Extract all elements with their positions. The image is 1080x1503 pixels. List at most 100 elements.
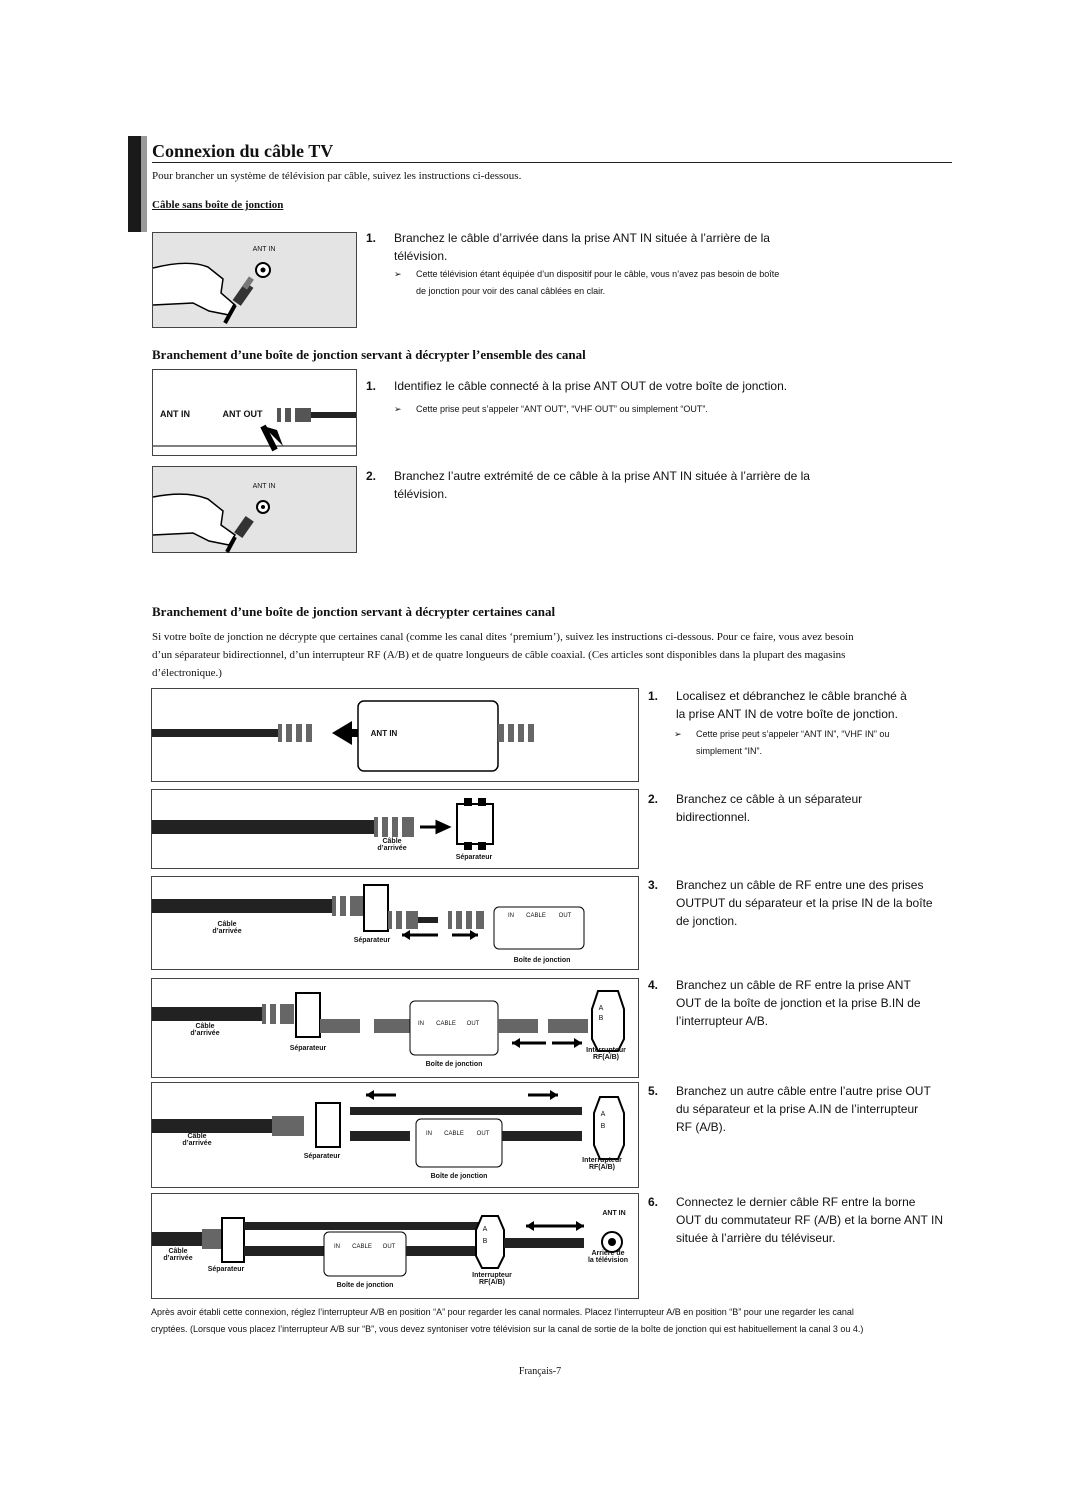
p3-step-6: 6. Connectez le dernier câble RF entre l… <box>648 1193 978 1247</box>
cable-text: Câble <box>382 838 402 845</box>
title-rule <box>152 162 952 163</box>
part3-paragraph: Si votre boîte de jonction ne décrypte q… <box>152 628 982 682</box>
note-text-cont: de jonction pour voir des canal câblées … <box>416 286 606 296</box>
interrupteur-text: Interrupteur <box>586 1047 626 1054</box>
step-number: 4. <box>648 978 659 992</box>
diagram-step-1: ANT IN <box>151 688 639 782</box>
step-text-cont: la prise ANT IN de votre boîte de joncti… <box>676 707 898 721</box>
step-text: Branchez l’autre extrémité de ce câble à… <box>394 469 810 483</box>
tele-text: la télévision <box>587 1257 629 1264</box>
step-text: Branchez un câble de RF entre la prise A… <box>676 978 911 992</box>
step-text-cont: télévision. <box>394 249 448 263</box>
step-text: Branchez un câble de RF entre une des pr… <box>676 878 924 892</box>
box-label: Boîte de jonction <box>513 957 571 964</box>
rfab-text: RF(A/B) <box>478 1279 506 1286</box>
step-number: 3. <box>648 878 659 892</box>
cable-port-label: CABLE <box>526 913 546 919</box>
step-number: 1. <box>648 689 659 703</box>
diagram-step-4: IN CABLE OUT A B Câble d’arrivée Séparat… <box>151 978 639 1078</box>
step-text: Localisez et débranchez le câble branché… <box>676 689 907 703</box>
para-line-2: d’un séparateur bidirectionnel, d’un int… <box>152 649 846 661</box>
step-text-cont: télévision. <box>394 487 448 501</box>
cable-text: Câble <box>195 1023 215 1030</box>
ant-in-label: ANT IN <box>252 483 276 490</box>
step-text-cont: bidirectionnel. <box>676 810 751 824</box>
p3-step-5: 5. Branchez un autre câble entre l’autre… <box>648 1082 968 1136</box>
cable-port-label: CABLE <box>444 1131 464 1137</box>
step-text: Connectez le dernier câble RF entre la b… <box>676 1195 916 1209</box>
step-number: 1. <box>366 379 377 393</box>
note-arrow-icon: ➢ <box>394 269 402 279</box>
arrivee-text: d’arrivée <box>163 1255 193 1262</box>
interrupteur-text: Interrupteur <box>472 1272 512 1279</box>
switch-label: Interrupteur RF(A/B) <box>462 1272 522 1286</box>
arrivee-text: d’arrivée <box>377 845 407 852</box>
cable-label: Câble d’arrivée <box>180 1023 230 1037</box>
step-number: 1. <box>366 231 377 245</box>
p3-step-2: 2. Branchez ce câble à un séparateur bid… <box>648 790 948 826</box>
out-port-label: OUT <box>466 1021 480 1027</box>
section-title: Connexion du câble TV <box>152 141 334 161</box>
box-label: Boîte de jonction <box>430 1173 488 1180</box>
hand-cable-icon <box>152 262 271 324</box>
note-text-cont: simplement “IN”. <box>696 746 763 756</box>
switch-label: Interrupteur RF(A/B) <box>576 1047 636 1061</box>
box-label: Boîte de jonction <box>425 1061 483 1068</box>
step-number: 2. <box>648 792 659 806</box>
tv-ant-in-label: ANT IN <box>602 1210 626 1217</box>
footer-line-1: Après avoir établi cette connexion, régl… <box>151 1307 854 1317</box>
subheading-no-box: Câble sans boîte de jonction <box>152 199 284 211</box>
cable-port-label: CABLE <box>436 1021 456 1027</box>
cable-text: Câble <box>187 1133 207 1140</box>
tv-ant-in-illustration: ANT IN <box>152 466 357 553</box>
splitter-label: Séparateur <box>455 854 493 861</box>
splitter-diagram <box>152 798 494 850</box>
box-label: Boîte de jonction <box>336 1282 394 1289</box>
p2-step-2: 2. Branchez l’autre extrémité de ce câbl… <box>366 467 836 503</box>
cable-port-label: CABLE <box>352 1244 372 1250</box>
switch-b-label: B <box>482 1238 488 1245</box>
cable-label: Câble d’arrivée <box>367 838 417 852</box>
p2-step-1: 1. Identifiez le câble connecté à la pri… <box>366 377 836 397</box>
para-line-1: Si votre boîte de jonction ne décrypte q… <box>152 631 854 643</box>
ant-in-label: ANT IN <box>252 246 276 253</box>
in-port-label: IN <box>508 913 514 919</box>
step-text-cont: du séparateur et la prise A.IN de l’inte… <box>676 1102 919 1116</box>
p3-step-4: 4. Branchez un câble de RF entre la pris… <box>648 976 968 1030</box>
cable-label: Câble d’arrivée <box>202 921 252 935</box>
splitter-label: Séparateur <box>303 1153 341 1160</box>
heading-decrypt-all: Branchement d’une boîte de jonction serv… <box>152 347 586 362</box>
p1-note: ➢ Cette télévision étant équipée d’un di… <box>394 266 854 300</box>
arrivee-text: d’arrivée <box>212 928 242 935</box>
ant-out-connector-icon <box>153 408 356 452</box>
switch-b-label: B <box>600 1123 606 1130</box>
note-text: Cette prise peut s’appeler “ANT IN”, “VH… <box>696 729 890 739</box>
in-port-label: IN <box>426 1131 432 1137</box>
out-port-label: OUT <box>382 1244 396 1250</box>
step-text-cont: OUT de la boîte de jonction et la prise … <box>676 996 921 1010</box>
step-text-cont: OUT du commutateur RF (A/B) et la borne … <box>676 1213 943 1227</box>
p3-step-1: 1. Localisez et débranchez le câble bran… <box>648 687 948 723</box>
para-line-3: d’électronique.) <box>152 667 222 679</box>
p3-step-3: 3. Branchez un câble de RF entre une des… <box>648 876 968 930</box>
diagram-step-6: IN CABLE OUT A B ANT IN Câble d’arrivée … <box>151 1193 639 1299</box>
page-number: Français-7 <box>518 1366 562 1377</box>
disconnect-cable-diagram <box>152 700 534 772</box>
p3-note-1: ➢ Cette prise peut s’appeler “ANT IN”, “… <box>674 726 954 760</box>
hand-cable-icon <box>152 493 270 553</box>
cable-label: Câble d’arrivée <box>172 1133 222 1147</box>
diagram-step-2: Câble d’arrivée Séparateur <box>151 789 639 869</box>
splitter-label: Séparateur <box>207 1266 245 1273</box>
arrivee-text: d’arrivée <box>182 1140 212 1147</box>
tv-back-illustration: ANT IN <box>152 232 357 328</box>
note-arrow-icon: ➢ <box>394 404 402 414</box>
switch-a-label: A <box>482 1226 488 1233</box>
p2-note-1: ➢ Cette prise peut s’appeler “ANT OUT”, … <box>394 401 854 419</box>
out-port-label: OUT <box>476 1131 490 1137</box>
footer-note: Après avoir établi cette connexion, régl… <box>151 1304 981 1338</box>
intro-text: Pour brancher un système de télévision p… <box>152 170 522 182</box>
note-text: Cette prise peut s’appeler “ANT OUT”, “V… <box>416 404 708 414</box>
switch-a-label: A <box>600 1111 606 1118</box>
switch-a-label: A <box>598 1005 604 1012</box>
section-bar-accent <box>141 136 147 232</box>
